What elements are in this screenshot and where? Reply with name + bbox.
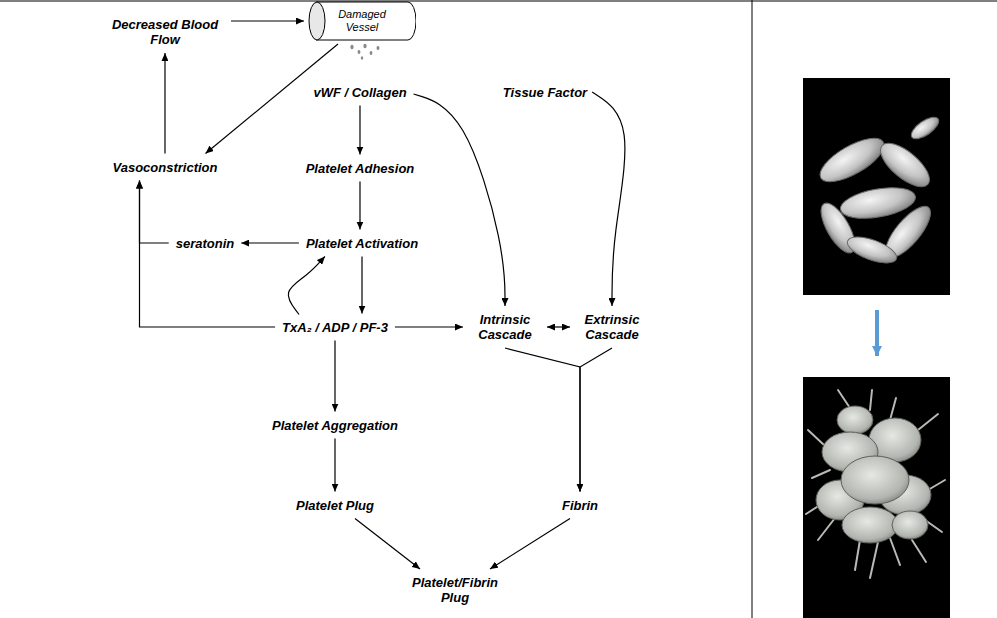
flow-step: Platelet/Fibrin Plug bbox=[400, 572, 510, 608]
flow-arrow bbox=[359, 182, 360, 230]
pseudopod bbox=[912, 540, 926, 562]
flow-arrow bbox=[355, 519, 420, 570]
flow-arrow bbox=[140, 181, 169, 244]
flow-step: Platelet Plug bbox=[293, 495, 377, 516]
flow-step: Platelet Aggregation bbox=[269, 415, 401, 436]
pseudopod bbox=[870, 390, 872, 410]
flow-arrow bbox=[231, 20, 304, 21]
platelet bbox=[908, 113, 942, 143]
pseudopod bbox=[890, 538, 900, 565]
flow-step: TxA₂ / ADP / PF-3 bbox=[279, 317, 391, 338]
node-text: TxA₂ / ADP / PF-3 bbox=[282, 320, 388, 335]
node-text: Fibrin bbox=[562, 498, 598, 513]
pseudopod bbox=[918, 414, 938, 430]
flow-arrow bbox=[361, 257, 362, 314]
node-text: Decreased Blood Flow bbox=[106, 17, 224, 47]
platelet bbox=[837, 406, 873, 434]
node-text: Platelet Activation bbox=[306, 236, 418, 251]
flow-arrow bbox=[334, 439, 335, 492]
node-text: Intrinsic Cascade bbox=[470, 312, 540, 342]
platelet bbox=[874, 136, 937, 194]
platelet bbox=[841, 456, 909, 504]
connectors bbox=[140, 21, 625, 569]
flow-arrow bbox=[359, 106, 360, 155]
drop bbox=[361, 56, 363, 60]
flow-step: Fibrin bbox=[559, 495, 601, 516]
divider-line bbox=[752, 0, 753, 618]
pseudopod bbox=[808, 430, 824, 445]
activated-platelets bbox=[816, 406, 931, 543]
vessel-body bbox=[316, 2, 416, 40]
pseudopod bbox=[928, 480, 945, 490]
node-text: Tissue Factor bbox=[503, 85, 587, 100]
node-text: Platelet Aggregation bbox=[272, 418, 398, 433]
vessel-cylinder: Damaged Vessel bbox=[308, 1, 416, 41]
pseudopod bbox=[818, 518, 835, 540]
drop bbox=[363, 44, 366, 48]
drop bbox=[350, 45, 353, 49]
vessel-opening bbox=[309, 2, 325, 40]
pseudopod bbox=[870, 542, 878, 578]
flow-arrow bbox=[580, 348, 612, 492]
flow-arrow bbox=[140, 181, 276, 328]
flow-arrow bbox=[164, 53, 165, 154]
platelet bbox=[842, 507, 898, 543]
flow-step: Vasoconstriction bbox=[110, 157, 221, 178]
pseudopods bbox=[806, 390, 945, 578]
node-text: Vasoconstriction bbox=[113, 160, 218, 175]
photo-activated-platelets bbox=[803, 377, 950, 618]
flow-step: Tissue Factor bbox=[500, 82, 590, 103]
node-text: Extrinsic Cascade bbox=[577, 312, 647, 342]
flow-arrow bbox=[414, 94, 505, 306]
platelet bbox=[892, 511, 928, 539]
pseudopod bbox=[890, 398, 896, 420]
node-text: seratonin bbox=[176, 236, 235, 251]
drop bbox=[377, 46, 380, 50]
pseudopod bbox=[855, 540, 860, 570]
flow-step: Intrinsic Cascade bbox=[467, 309, 543, 345]
flow-arrow bbox=[334, 341, 335, 412]
transition-arrow bbox=[875, 310, 879, 356]
drop bbox=[370, 51, 373, 55]
platelet bbox=[844, 232, 900, 269]
photo-resting-platelets bbox=[803, 78, 950, 295]
flow-arrow bbox=[288, 257, 325, 315]
node-text: Damaged Vessel bbox=[332, 8, 392, 34]
node-text: Platelet Adhesion bbox=[306, 161, 415, 176]
pseudopod bbox=[838, 390, 850, 408]
drop bbox=[358, 50, 361, 54]
node-text: vWF / Collagen bbox=[313, 85, 406, 100]
flow-step: Platelet Activation bbox=[303, 233, 421, 254]
flow-arrow bbox=[490, 519, 570, 570]
flow-arrow bbox=[395, 326, 463, 327]
flow-step: seratonin bbox=[173, 233, 238, 254]
flow-step: Decreased Blood Flow bbox=[103, 14, 227, 50]
flow-step: Extrinsic Cascade bbox=[574, 309, 650, 345]
resting-platelets bbox=[814, 113, 942, 268]
frame-line bbox=[0, 1, 997, 2]
pseudopod bbox=[812, 470, 830, 478]
platelet bbox=[814, 130, 890, 190]
flow-step: Platelet Adhesion bbox=[303, 158, 418, 179]
flow-arrow bbox=[592, 92, 625, 306]
blood-drops bbox=[350, 44, 379, 60]
node-text: Platelet/Fibrin Plug bbox=[403, 575, 507, 605]
flow-arrow bbox=[241, 242, 299, 243]
flow-arrow bbox=[547, 326, 570, 327]
node-text: Platelet Plug bbox=[296, 498, 374, 513]
flow-arrow bbox=[505, 348, 580, 492]
flow-step: vWF / Collagen bbox=[310, 82, 409, 103]
